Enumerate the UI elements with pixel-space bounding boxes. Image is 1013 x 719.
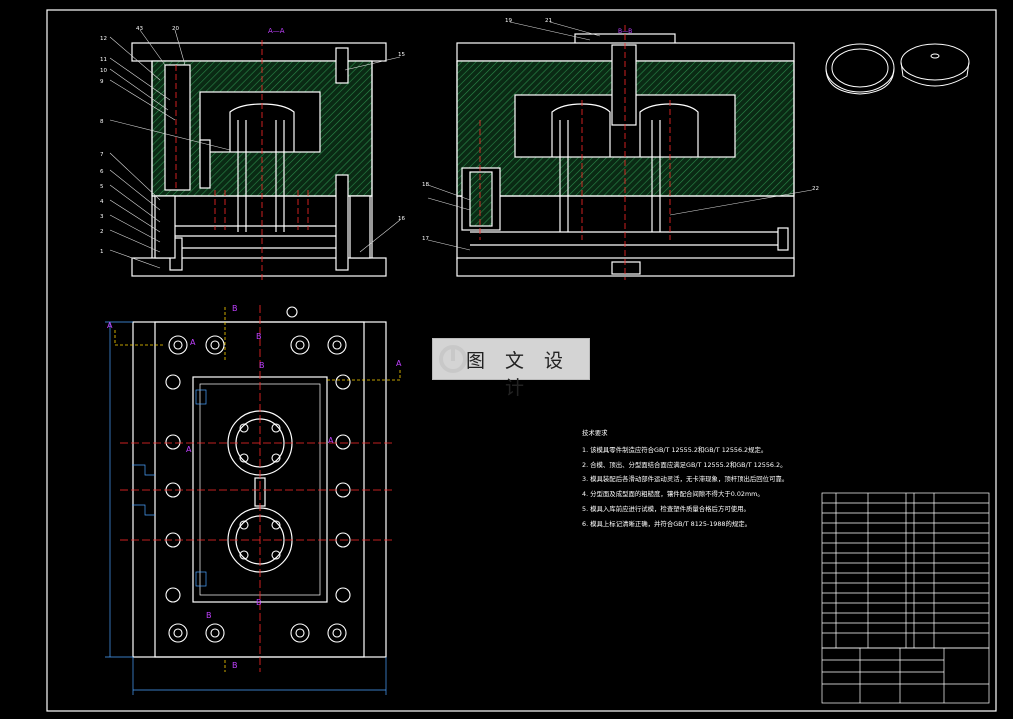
callout-5: 5 (100, 184, 104, 190)
centerlines-right (479, 25, 671, 280)
callout-22: 22 (812, 186, 819, 192)
callout-19: 19 (505, 18, 512, 24)
tech-note-6: 6. 模具上标记清晰正确，并符合GB/T 8125-1988的规定。 (582, 519, 752, 528)
marker-A-1: A (107, 321, 113, 330)
section-markers (114, 307, 401, 672)
marker-B-3: B (256, 332, 262, 341)
callout-4: 4 (100, 199, 104, 205)
callout-21: 21 (545, 18, 552, 24)
marker-B-2: B (259, 361, 265, 370)
drawing-frame (46, 9, 997, 712)
callout-6: 6 (100, 169, 104, 175)
technical-requirements: 技术要求 1. 该模具零件制造应符合GB/T 12555.2和GB/T 1255… (582, 428, 797, 534)
product-sketches (825, 43, 970, 95)
marker-B-6: B (256, 598, 262, 607)
section-title-left: A—A (268, 27, 285, 35)
section-view-right (456, 33, 795, 277)
marker-A-4: A (186, 445, 192, 454)
tech-note-5: 5. 模具入库前应进行试模，检查塑件质量合格后方可使用。 (582, 504, 750, 513)
marker-B-5: B (232, 661, 238, 670)
centerlines-left (175, 40, 309, 280)
section-letters: A A A A A B B B B B B (107, 304, 402, 670)
tech-note-2: 2. 合模、顶出、分型面结合面应满足GB/T 12555.2和GB/T 1255… (582, 460, 787, 469)
plan-bolt-holes (165, 306, 351, 643)
callout-1: 1 (100, 249, 104, 255)
callout-10: 10 (100, 68, 107, 74)
callout-15: 15 (398, 52, 405, 58)
plan-dimension-lines (105, 321, 387, 695)
plan-centerlines (120, 305, 395, 672)
callout-17: 17 (422, 236, 429, 242)
callout-12: 12 (100, 36, 107, 42)
callout-18: 18 (422, 182, 429, 188)
callouts-right-leaders (427, 21, 813, 251)
tech-note-4: 4. 分型面及成型面的粗糙度，镶件配合间隙不得大于0.02mm。 (582, 490, 764, 499)
callout-numbers-right: 19 21 18 17 22 (422, 18, 819, 242)
callout-8: 8 (100, 119, 104, 125)
tech-note-1: 1. 该模具零件制造应符合GB/T 12555.2和GB/T 12556.2规定… (582, 445, 768, 454)
title-block (821, 492, 990, 704)
callout-43: 43 (136, 26, 143, 32)
callouts-left-leaders (109, 29, 401, 269)
section-view-left (131, 42, 387, 277)
section-title-right: B—B (618, 28, 632, 35)
tech-note-3: 3. 模具装配后各滑动部件运动灵活，无卡滞现象，顶杆顶出后回位可靠。 (582, 475, 789, 484)
marker-B-4: B (206, 611, 212, 620)
callout-7: 7 (100, 152, 104, 158)
tuwen-logo-icon (439, 345, 467, 373)
callout-20: 20 (172, 26, 179, 32)
callout-11: 11 (100, 57, 107, 63)
callout-16: 16 (398, 216, 405, 222)
marker-A-2: A (396, 359, 402, 368)
tech-notes-title: 技术要求 (582, 429, 608, 437)
watermark-text: 图 文 设 计 (465, 350, 571, 399)
callout-2: 2 (100, 229, 104, 235)
watermark: 图 文 设 计 (432, 338, 590, 399)
callout-numbers-left: 43 20 12 11 10 9 8 7 6 5 4 3 2 1 15 16 (100, 26, 405, 255)
callout-3: 3 (100, 214, 104, 220)
marker-B-1: B (232, 304, 238, 313)
marker-A-5: A (328, 436, 334, 445)
marker-A-3: A (190, 338, 196, 347)
callout-9: 9 (100, 79, 104, 85)
